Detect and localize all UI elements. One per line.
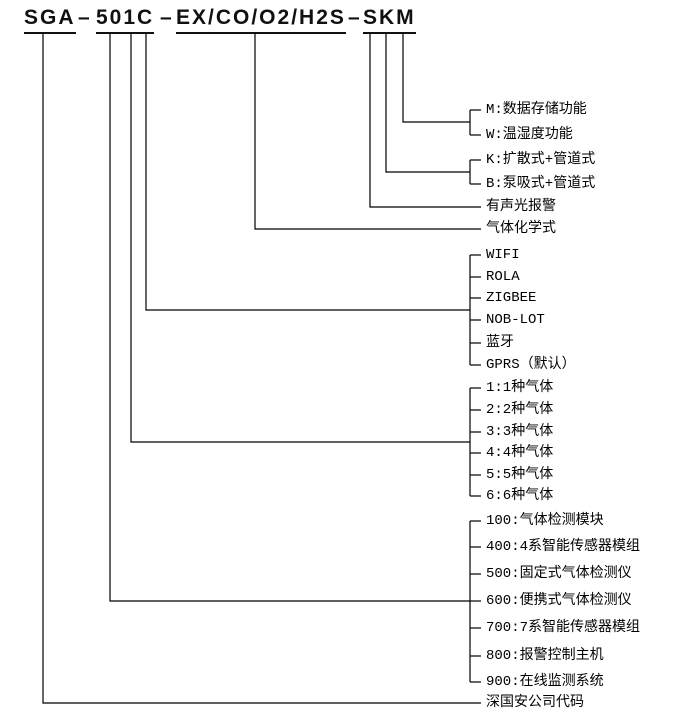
label-comm-gprs: GPRS（默认） — [486, 357, 576, 373]
label-gas-count-1: 1:1种气体 — [486, 380, 554, 396]
separator-dash: – — [78, 6, 90, 29]
label-sampling-b: B:泵吸式+管道式 — [486, 176, 596, 192]
label-comm-zigbee: ZIGBEE — [486, 290, 537, 306]
label-comm-wifi: WIFI — [486, 247, 520, 263]
separator-dash: – — [160, 6, 172, 29]
model-segment-series: 501C — [96, 6, 155, 34]
connector-storage-function — [402, 33, 481, 136]
label-series-400: 400:4系智能传感器模组 — [486, 539, 641, 555]
label-gas-count-6: 6:6种气体 — [486, 488, 554, 504]
label-comm-rola: ROLA — [486, 269, 520, 285]
label-series-700: 700:7系智能传感器模组 — [486, 620, 641, 636]
model-code-header: SGA – 501C – EX/CO/O2/H2S – SKM — [0, 0, 673, 40]
label-storage-m: M:数据存储功能 — [486, 102, 587, 118]
connector-gas-formula — [254, 33, 481, 230]
connector-sampling-type — [385, 33, 481, 185]
label-gas-count-3: 3:3种气体 — [486, 424, 554, 440]
label-gas-count-2: 2:2种气体 — [486, 402, 554, 418]
label-comm-bluetooth: 蓝牙 — [486, 335, 514, 351]
label-series-500: 500:固定式气体检测仪 — [486, 566, 632, 582]
connector-product-series — [109, 33, 481, 683]
label-gas-count-5: 5:5种气体 — [486, 467, 554, 483]
label-comm-nob-lot: NOB-LOT — [486, 312, 545, 328]
label-gas-count-4: 4:4种气体 — [486, 445, 554, 461]
label-series-100: 100:气体检测模块 — [486, 513, 604, 529]
label-series-800: 800:报警控制主机 — [486, 648, 604, 664]
model-segment-gases: EX/CO/O2/H2S — [176, 6, 346, 34]
label-series-600: 600:便携式气体检测仪 — [486, 593, 632, 609]
label-storage-w: W:温湿度功能 — [486, 127, 573, 143]
label-company-code: 深国安公司代码 — [486, 695, 584, 711]
model-segment-options: SKM — [363, 6, 416, 34]
connector-gas-count — [130, 33, 481, 497]
connector-company-code — [42, 33, 481, 704]
model-segment-company: SGA — [24, 6, 76, 34]
label-sampling-k: K:扩散式+管道式 — [486, 152, 596, 168]
connector-alarm — [369, 33, 481, 208]
separator-dash: – — [348, 6, 360, 29]
label-gas-formula: 气体化学式 — [486, 221, 556, 237]
label-series-900: 900:在线监测系统 — [486, 674, 604, 690]
connector-communication — [145, 33, 481, 366]
label-alarm: 有声光报警 — [486, 199, 556, 215]
